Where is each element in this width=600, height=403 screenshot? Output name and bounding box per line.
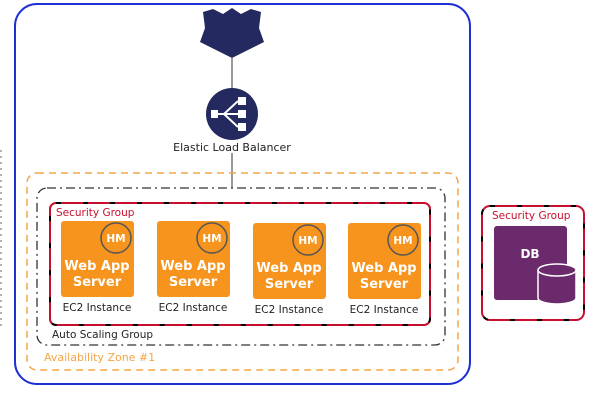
server-title-line1: Web App — [64, 259, 129, 274]
security-group-db-label: Security Group — [492, 210, 571, 222]
health-monitor-badge — [387, 224, 419, 256]
server-title-line1: Web App — [160, 259, 225, 274]
server-title-line1: Web App — [351, 261, 416, 276]
health-monitor-label: HM — [393, 235, 412, 247]
vpc-container — [14, 3, 471, 385]
load-balancer-icon — [206, 88, 258, 140]
security-group-db-container — [481, 205, 585, 321]
health-monitor-badge — [100, 222, 132, 254]
load-balancer-label: Elastic Load Balancer — [173, 141, 291, 154]
internet-gateway-shield-icon — [200, 8, 264, 58]
auto-scaling-group-label: Auto Scaling Group — [52, 329, 153, 341]
server-title-line2: Server — [265, 277, 314, 292]
security-group-app-label: Security Group — [56, 207, 135, 219]
server-title-line2: Server — [73, 275, 122, 290]
health-monitor-badge — [292, 224, 324, 256]
ec2-instance-caption: EC2 Instance — [255, 304, 324, 316]
auto-scaling-group-container — [36, 187, 446, 346]
server-title-line1: Web App — [256, 261, 321, 276]
ec2-instance-2: HM Web App Server EC2 Instance — [157, 221, 230, 314]
security-group-app-dash — [49, 202, 431, 326]
ec2-instance-3: HM Web App Server EC2 Instance — [253, 223, 326, 316]
availability-zone-label: Availability Zone #1 — [44, 351, 155, 364]
database-cylinder-icon — [537, 263, 577, 305]
ec2-instance-caption: EC2 Instance — [159, 302, 228, 314]
server-title-line2: Server — [169, 275, 218, 290]
ec2-instance-4: HM Web App Server EC2 Instance — [348, 223, 421, 316]
health-monitor-label: HM — [106, 233, 125, 245]
db-label: DB — [520, 247, 539, 261]
health-monitor-label: HM — [298, 235, 317, 247]
ec2-instance-caption: EC2 Instance — [63, 302, 132, 314]
ec2-instance-1: HM Web App Server EC2 Instance — [61, 221, 134, 314]
ec2-instance-caption: EC2 Instance — [350, 304, 419, 316]
health-monitor-label: HM — [202, 233, 221, 245]
health-monitor-badge — [196, 222, 228, 254]
server-title-line2: Server — [360, 277, 409, 292]
database: DB — [494, 226, 577, 305]
availability-zone-container — [26, 172, 459, 371]
